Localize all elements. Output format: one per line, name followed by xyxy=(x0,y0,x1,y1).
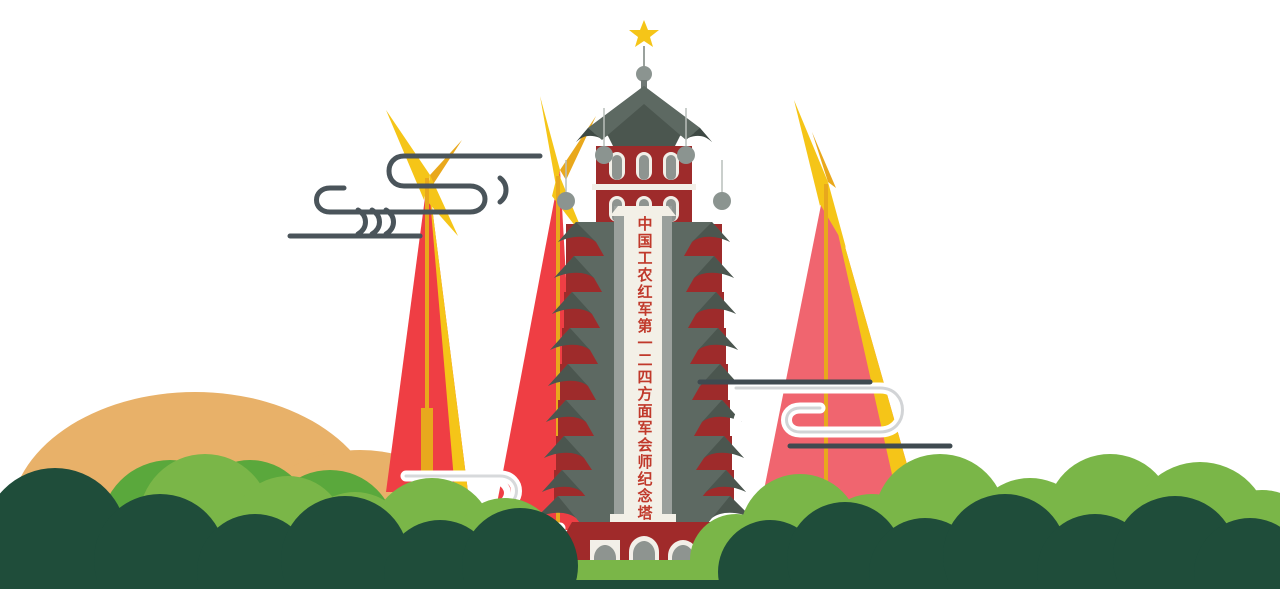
cloud-upper-left-curl-2 xyxy=(369,207,382,237)
cloud-mid-right-outline xyxy=(734,386,904,434)
bush-dark-ground xyxy=(0,580,1280,589)
plaque-face xyxy=(624,214,662,514)
cloud-upper-left-stroke-1 xyxy=(386,153,543,189)
flag-center-tip-upper xyxy=(540,96,560,186)
tier-9-eave-left xyxy=(536,496,576,518)
tier-6-eave-right xyxy=(702,400,742,422)
roof-top-eave-left xyxy=(576,128,600,142)
bush-dark-13 xyxy=(1194,518,1280,589)
tier-1-eave-left xyxy=(558,222,596,242)
bush-layer-dark-green xyxy=(0,468,1280,589)
tier-4-eave-right xyxy=(698,328,738,350)
lantern-ball-4 xyxy=(713,192,731,210)
flag-center-pole xyxy=(556,176,560,532)
flag-left-pole xyxy=(425,178,429,494)
finial-mast xyxy=(643,46,645,70)
tier-8-eave-left xyxy=(542,470,582,492)
tier-1-eave-right xyxy=(692,222,730,242)
cloud-upper-left-curl-4 xyxy=(497,175,509,205)
tier-8-eave-right xyxy=(706,470,746,492)
pavilion-window-1b xyxy=(639,155,649,180)
inscription-plaque xyxy=(610,206,676,524)
tier-7-eave-left xyxy=(544,436,584,458)
pavilion-level-1 xyxy=(592,146,696,190)
cloud-upper-left-stroke-3 xyxy=(314,185,347,215)
tier-2-eave-right xyxy=(694,256,734,278)
tier-5-eave-left xyxy=(548,364,588,386)
finial-orb xyxy=(636,66,652,82)
bush-dark-6 xyxy=(462,508,578,589)
pavilion-window-1a xyxy=(612,155,622,180)
tier-6-eave-left xyxy=(546,400,586,422)
pavilion-band-1 xyxy=(592,184,696,190)
cloud-upper-left-curl-1 xyxy=(355,207,368,237)
flag-right-tip-upper xyxy=(794,100,828,206)
star-icon xyxy=(629,20,659,47)
flag-right-pole xyxy=(824,184,828,510)
lantern-ball-1 xyxy=(595,146,613,164)
plaque-cap xyxy=(610,206,676,216)
pagoda xyxy=(536,20,752,589)
pavilion-window-1c xyxy=(666,155,676,180)
bush-dark-2 xyxy=(94,494,226,589)
cloud-mid-right-curl xyxy=(733,406,749,436)
cloud-mid-right-white xyxy=(730,382,908,438)
roof-top-eave-right xyxy=(688,128,712,142)
star-finial xyxy=(629,20,659,88)
roof-top-highlight xyxy=(588,86,700,140)
cloud-upper-left-curl-3 xyxy=(383,207,396,237)
lantern-ball-2 xyxy=(677,146,695,164)
cloud-upper-left xyxy=(287,153,543,239)
bush-dark-4 xyxy=(281,496,409,589)
flag-left-tip-fold xyxy=(430,140,462,186)
cloud-mid-right xyxy=(697,379,953,449)
bush-dark-10 xyxy=(943,494,1067,589)
flag-left-tip-lower xyxy=(426,175,458,236)
tier-4-eave-left xyxy=(550,328,590,350)
tier-2-eave-left xyxy=(554,256,594,278)
flag-right-tip-fold xyxy=(812,132,836,188)
pavilion-roof-top xyxy=(576,86,712,148)
lantern-ball-3 xyxy=(557,192,575,210)
tier-9-eave-right xyxy=(712,496,752,518)
tier-3-eave-left xyxy=(552,292,592,314)
finial-neck xyxy=(641,80,647,88)
hanging-lanterns xyxy=(557,108,731,210)
flag-left-gold-edge xyxy=(428,175,468,492)
tier-7-eave-right xyxy=(704,436,744,458)
flag-left xyxy=(386,110,468,500)
cloud-upper-left-stroke-2 xyxy=(327,183,488,215)
plaque-base xyxy=(610,514,676,524)
tier-3-eave-right xyxy=(696,292,736,314)
